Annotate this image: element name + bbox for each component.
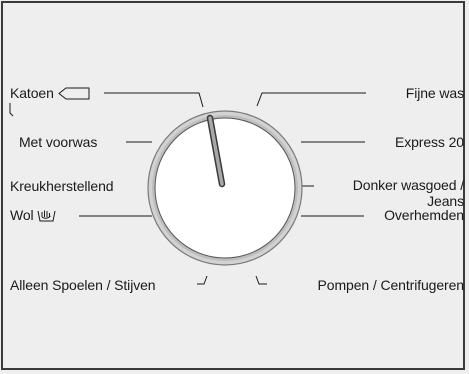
leader-line-fijne-was	[256, 92, 366, 107]
program-donker-wasgoed-label-line2: Jeans	[427, 193, 464, 209]
program-donker-wasgoed[interactable]: Donker wasgoed / Jeans	[353, 177, 464, 209]
program-pompen-label: Pompen / Centrifugeren	[317, 277, 465, 293]
program-katoen[interactable]: Katoen	[10, 85, 90, 101]
hand-wash-tub-icon	[37, 210, 56, 222]
program-donker-wasgoed-label-line1: Donker wasgoed /	[352, 177, 464, 193]
program-dial-pointer-fill	[208, 116, 224, 186]
program-kreukherstellend-label: Kreukherstellend	[10, 178, 114, 194]
program-met-voorwas[interactable]: Met voorwas	[19, 134, 97, 150]
program-fijne-was-label: Fijne was	[405, 85, 464, 101]
program-pompen-centrifugeren[interactable]: Pompen / Centrifugeren	[317, 277, 465, 293]
program-wol[interactable]: Wol	[10, 207, 56, 223]
cotton-tub-icon	[57, 87, 90, 100]
program-wol-label: Wol	[10, 207, 34, 223]
program-alleen-spoelen[interactable]: Alleen Spoelen / Stijven	[10, 277, 156, 293]
program-fijne-was[interactable]: Fijne was	[406, 85, 464, 101]
leader-line-alleen-spoelen	[197, 275, 208, 285]
program-katoen-label: Katoen	[10, 85, 54, 101]
program-kreukherstellend[interactable]: Kreukherstellend	[10, 178, 114, 194]
program-express[interactable]: Express 20	[395, 134, 464, 150]
leader-line-katoen	[104, 92, 204, 108]
program-overhemden[interactable]: Overhemden	[384, 207, 464, 223]
leader-line-pompen	[255, 275, 267, 285]
program-dial-face	[154, 117, 296, 259]
program-alleen-spoelen-label: Alleen Spoelen / Stijven	[10, 277, 156, 293]
program-overhemden-label: Overhemden	[384, 207, 464, 223]
program-met-voorwas-label: Met voorwas	[19, 134, 98, 150]
program-express-label: Express 20	[394, 134, 464, 150]
leader-line-met-voorwas	[9, 103, 14, 117]
